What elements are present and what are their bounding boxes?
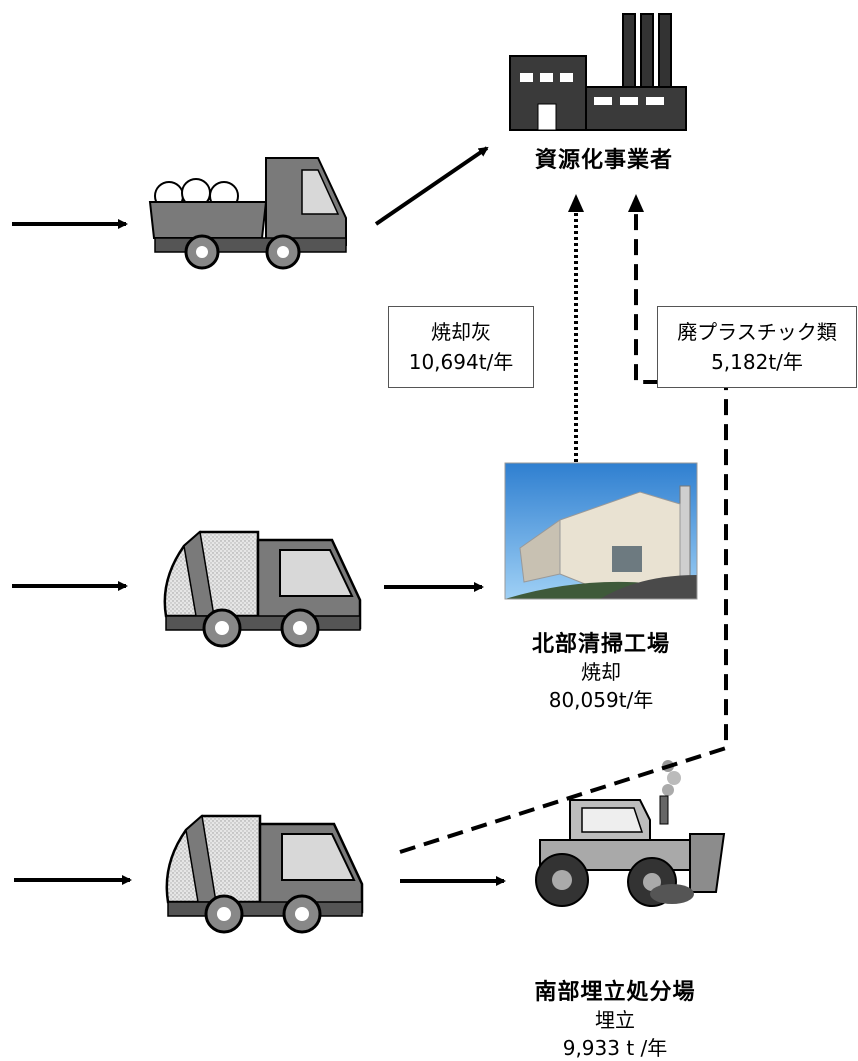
plastic-flow-amount: 5,182t/年	[711, 350, 803, 374]
ash-flow-box: 焼却灰 10,694t/年	[388, 306, 534, 388]
landfill-amount: 9,933 t /年	[562, 1036, 668, 1060]
dump-truck-icon	[148, 157, 347, 270]
incinerator-process: 焼却	[581, 660, 621, 684]
factory-icon	[509, 13, 687, 131]
plastic-flow-arrowhead	[628, 194, 644, 212]
incinerator-amount: 80,059t/年	[548, 688, 654, 712]
incineration-plant-photo	[504, 462, 698, 600]
incinerator-name: 北部清掃工場	[531, 632, 670, 657]
plastic-flow-label: 廃プラスチック類	[677, 320, 837, 344]
arrow-truck-to-recycler	[374, 146, 489, 226]
ash-flow-arrowhead	[568, 194, 584, 212]
plastic-flow-box: 廃プラスチック類 5,182t/年	[657, 306, 857, 388]
bulldozer-icon	[535, 760, 726, 907]
landfill-name: 南部埋立処分場	[534, 980, 696, 1005]
ash-flow-label: 焼却灰	[431, 320, 491, 344]
landfill-process: 埋立	[595, 1008, 635, 1032]
recycler-name: 資源化事業者	[534, 148, 673, 173]
ash-flow-amount: 10,694t/年	[408, 350, 514, 374]
garbage-truck-icon	[165, 814, 364, 934]
garbage-truck-icon	[163, 530, 362, 648]
